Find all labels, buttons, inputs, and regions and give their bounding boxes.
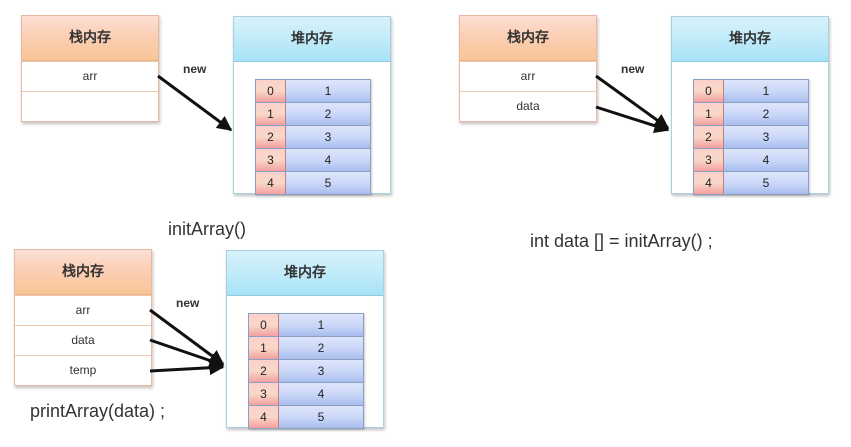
array-index: 4 bbox=[256, 172, 286, 194]
array-index: 1 bbox=[694, 103, 724, 125]
arrow-temp-to-heap bbox=[149, 360, 225, 376]
array-index: 2 bbox=[256, 126, 286, 148]
array-value: 1 bbox=[724, 80, 808, 102]
array-value: 5 bbox=[724, 172, 808, 194]
arrow-arr-to-heap bbox=[149, 308, 225, 366]
array-index: 4 bbox=[694, 172, 724, 194]
stack-memory-box-2: 栈内存 arr data bbox=[459, 15, 597, 122]
array-value: 4 bbox=[279, 383, 363, 405]
stack-variable-empty bbox=[22, 91, 158, 121]
array-value: 1 bbox=[286, 80, 370, 102]
new-keyword-label: new bbox=[621, 62, 645, 76]
stack-memory-title: 栈内存 bbox=[460, 16, 596, 61]
stack-memory-box-3: 栈内存 arr data temp bbox=[14, 249, 152, 386]
array-index: 4 bbox=[249, 406, 279, 428]
array-value: 3 bbox=[286, 126, 370, 148]
array-value: 2 bbox=[279, 337, 363, 359]
stack-variable-temp: temp bbox=[15, 355, 151, 385]
array-index: 3 bbox=[694, 149, 724, 171]
array-value: 5 bbox=[286, 172, 370, 194]
new-keyword-label: new bbox=[176, 296, 200, 310]
stack-variable-arr: arr bbox=[460, 61, 596, 91]
arrow-arr-to-heap bbox=[157, 74, 233, 132]
array-value: 3 bbox=[279, 360, 363, 382]
array-value: 4 bbox=[724, 149, 808, 171]
new-keyword-label: new bbox=[183, 62, 207, 76]
array-value: 5 bbox=[279, 406, 363, 428]
array-index: 2 bbox=[249, 360, 279, 382]
stack-variable-data: data bbox=[15, 325, 151, 355]
heap-memory-title: 堆内存 bbox=[672, 17, 828, 62]
caption-print-array: printArray(data) ; bbox=[30, 401, 166, 421]
array-index: 3 bbox=[249, 383, 279, 405]
array-index: 0 bbox=[256, 80, 286, 102]
heap-memory-title: 堆内存 bbox=[234, 17, 390, 62]
stack-variable-data: data bbox=[460, 91, 596, 121]
arrow-data-to-heap bbox=[595, 105, 670, 134]
array-value: 2 bbox=[724, 103, 808, 125]
stack-variable-arr: arr bbox=[15, 295, 151, 325]
array-index: 0 bbox=[694, 80, 724, 102]
caption-assign-data: int data [] = initArray() ; bbox=[530, 231, 713, 251]
array-value: 4 bbox=[286, 149, 370, 171]
stack-memory-title: 栈内存 bbox=[15, 250, 151, 295]
stack-variable-arr: arr bbox=[22, 61, 158, 91]
array-index: 0 bbox=[249, 314, 279, 336]
array-index: 2 bbox=[694, 126, 724, 148]
array-value: 2 bbox=[286, 103, 370, 125]
array-index: 1 bbox=[249, 337, 279, 359]
array-index: 1 bbox=[256, 103, 286, 125]
array-value: 1 bbox=[279, 314, 363, 336]
stack-memory-box-1: 栈内存 arr bbox=[21, 15, 159, 122]
arrow-arr-to-heap bbox=[595, 74, 670, 130]
heap-memory-title: 堆内存 bbox=[227, 251, 383, 296]
caption-init-array: initArray() bbox=[168, 219, 247, 239]
arrow-data-to-heap bbox=[149, 338, 225, 368]
stack-memory-title: 栈内存 bbox=[22, 16, 158, 61]
array-value: 3 bbox=[724, 126, 808, 148]
array-index: 3 bbox=[256, 149, 286, 171]
